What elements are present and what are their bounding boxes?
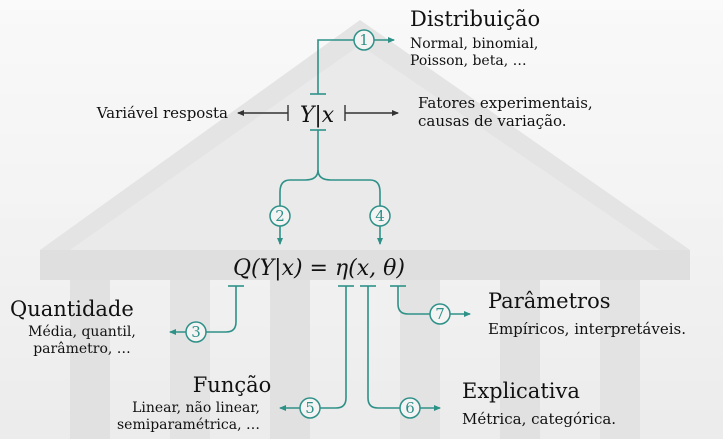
svg-text:4: 4 <box>375 207 385 225</box>
response-given-x: Y|x <box>300 103 335 128</box>
svg-text:3: 3 <box>191 323 201 341</box>
factors-line-1: Fatores experimentais, <box>418 94 593 112</box>
marker-6: 6 <box>399 397 421 419</box>
quantity-line-1: Média, quantil, <box>28 324 136 340</box>
explanatory-title: Explicativa <box>462 379 580 403</box>
svg-text:6: 6 <box>405 399 415 417</box>
function-line-2: semiparamétrica, … <box>117 417 260 433</box>
distribution-line-2: Poisson, beta, … <box>410 53 527 69</box>
marker-3: 3 <box>185 321 207 343</box>
parameters-connector <box>390 285 471 317</box>
quantity-connector <box>169 285 244 335</box>
function-connector <box>279 285 354 411</box>
quantity-title: Quantidade <box>10 297 134 321</box>
svg-text:7: 7 <box>435 305 445 323</box>
marker-7: 7 <box>429 303 451 325</box>
marker-2: 2 <box>269 205 291 227</box>
function-line-1: Linear, não linear, <box>132 400 260 416</box>
marker-5: 5 <box>299 397 321 419</box>
equation-connectors <box>277 129 383 245</box>
svg-text:1: 1 <box>359 31 369 49</box>
parameters-title: Parâmetros <box>488 289 611 313</box>
svg-text:5: 5 <box>305 399 315 417</box>
function-title: Função <box>193 373 272 397</box>
explanatory-line-1: Métrica, categórica. <box>462 410 616 428</box>
factors-line-2: causas de variação. <box>418 112 567 130</box>
response-variable-label: Variável resposta <box>96 104 228 122</box>
response-factor-connectors <box>237 105 399 121</box>
model-equation: Q(Y|x) = η(x, θ) <box>233 256 405 281</box>
parameters-line-1: Empíricos, interpretáveis. <box>488 320 686 338</box>
distribution-title: Distribuição <box>410 7 540 31</box>
svg-text:2: 2 <box>275 207 285 225</box>
marker-4: 4 <box>369 205 391 227</box>
quantity-line-2: parâmetro, … <box>33 341 131 357</box>
distribution-line-1: Normal, binomial, <box>410 36 538 52</box>
marker-1: 1 <box>353 29 375 51</box>
explanatory-connector <box>360 285 441 411</box>
